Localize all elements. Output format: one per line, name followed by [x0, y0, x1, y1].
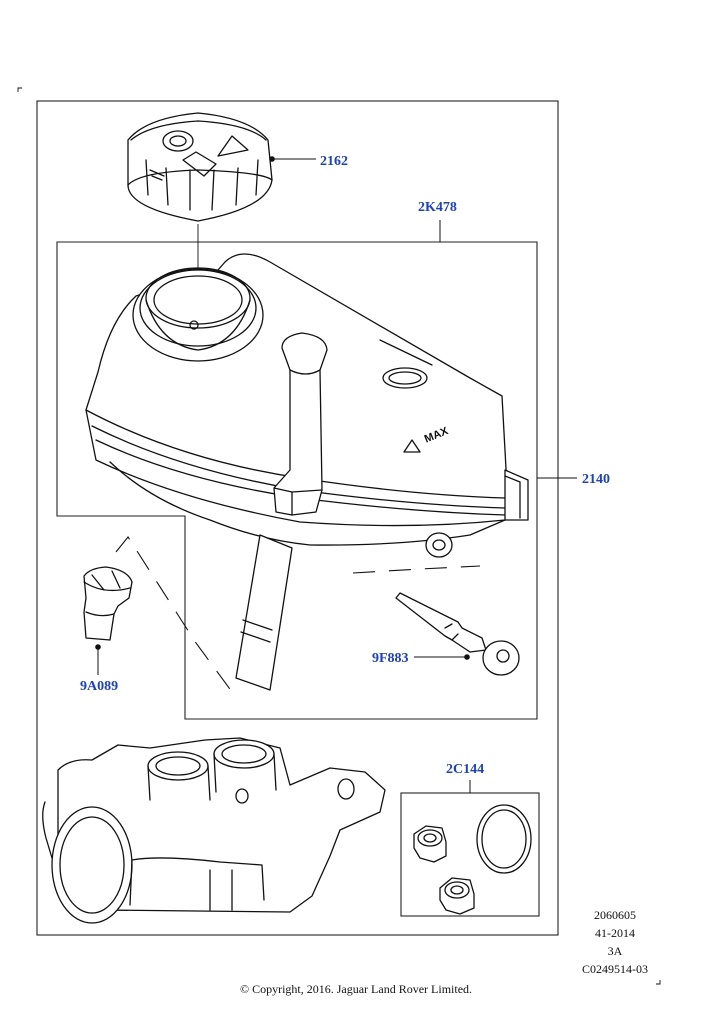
- master-cylinder[interactable]: [42, 737, 386, 924]
- leader-dot-cap: [269, 156, 275, 162]
- label-9A089[interactable]: 9A089: [80, 679, 118, 694]
- leader-dot-pin: [464, 654, 470, 660]
- copyright-text: © Copyright, 2016. Jaguar Land Rover Lim…: [240, 982, 472, 996]
- corner-mark-bottom-right: [656, 980, 661, 985]
- meta-line-2: 41-2014: [595, 926, 635, 940]
- label-9F883[interactable]: 9F883: [372, 651, 409, 666]
- retaining-pin[interactable]: [395, 592, 520, 676]
- fluid-reservoir[interactable]: [85, 253, 529, 691]
- label-2K478[interactable]: 2K478: [418, 200, 457, 215]
- assembly-dash-pin: [352, 565, 481, 574]
- corner-mark-top-left: [17, 87, 22, 92]
- assembly-dash-plug: [115, 536, 239, 701]
- label-2140[interactable]: 2140: [582, 472, 610, 487]
- label-2C144[interactable]: 2C144: [446, 762, 484, 777]
- meta-line-1: 2060605: [594, 908, 636, 922]
- reservoir-frame: [56, 241, 538, 720]
- bleed-plug[interactable]: [83, 566, 133, 641]
- label-2162[interactable]: 2162: [320, 154, 348, 169]
- meta-line-3: 3A: [608, 944, 623, 958]
- nut-kit[interactable]: [413, 804, 532, 915]
- reservoir-cap[interactable]: [127, 112, 273, 222]
- meta-line-4: C0249514-03: [582, 962, 648, 976]
- leader-dot-plug: [95, 644, 101, 650]
- outer-frame: [36, 100, 559, 936]
